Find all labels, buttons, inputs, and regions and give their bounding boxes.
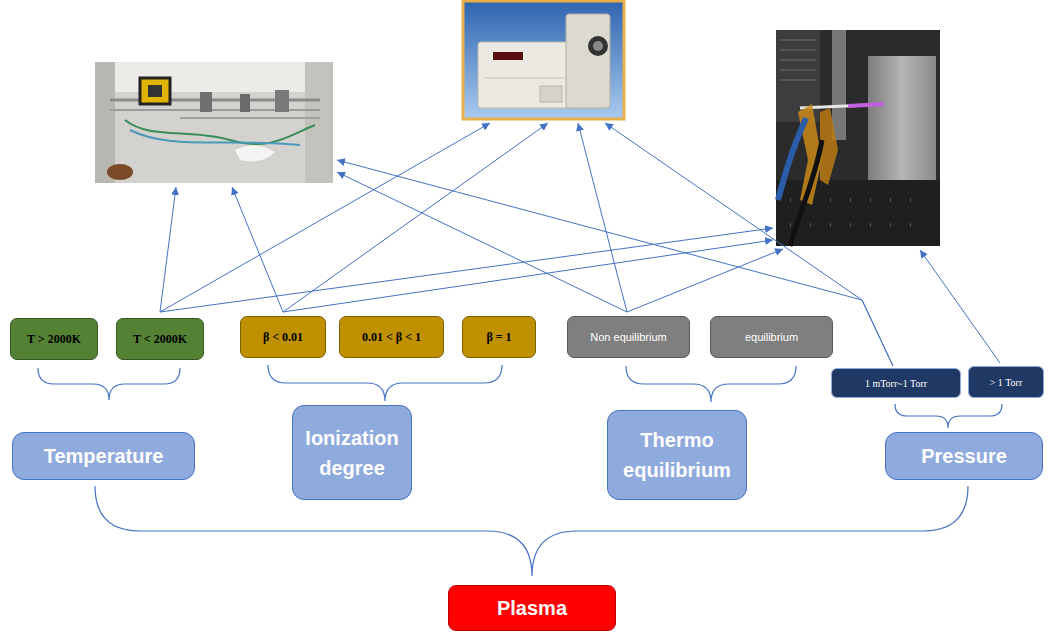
group-brace xyxy=(95,486,968,576)
pointer-arrow xyxy=(920,250,1000,363)
pointer-arrow xyxy=(160,228,773,312)
pointer-arrow xyxy=(232,187,283,312)
node-label: β = 1 xyxy=(486,330,511,345)
instrument-photo xyxy=(463,1,624,119)
valve xyxy=(240,94,250,112)
instrument-display xyxy=(493,52,523,60)
ionization-option: 0.01 < β < 1 xyxy=(339,316,444,358)
cloth xyxy=(235,145,275,161)
tubing xyxy=(130,130,300,145)
pointer-arrow xyxy=(578,123,627,312)
node-label: T > 2000K xyxy=(27,332,81,347)
node-label: 1 mTorr~1 Torr xyxy=(865,378,927,389)
support-rod xyxy=(832,30,846,140)
lab-bench-photo xyxy=(95,62,333,183)
gas-pipe xyxy=(180,117,320,119)
category-box: Ionization degree xyxy=(292,405,412,500)
instrument-body xyxy=(478,42,573,108)
group-brace xyxy=(626,366,796,402)
tubing xyxy=(125,120,315,144)
node-label: Temperature xyxy=(44,441,164,471)
cable xyxy=(790,140,822,246)
temperature-option: T > 2000K xyxy=(10,318,98,360)
root-box: Plasma xyxy=(448,585,616,631)
node-label: Plasma xyxy=(497,597,567,620)
node-label: Ionization degree xyxy=(301,423,403,483)
pointer-arrow xyxy=(627,249,783,312)
group-brace xyxy=(895,404,1002,428)
ionization-option: β = 1 xyxy=(462,316,536,358)
valve xyxy=(275,90,289,112)
flow-controller-face xyxy=(148,85,162,97)
node-label: 0.01 < β < 1 xyxy=(362,330,421,345)
plasma-glow xyxy=(848,104,884,106)
node-label: β < 0.01 xyxy=(263,330,303,345)
pressure-option: 1 mTorr~1 Torr xyxy=(831,368,961,398)
node-label: Thermo equilibrium xyxy=(616,425,738,485)
photo-frame xyxy=(95,62,115,183)
instrument-port xyxy=(593,41,603,51)
equilibrium-option: Non equilibrium xyxy=(567,316,690,358)
pointer-arrow xyxy=(160,123,490,312)
equilibrium-option: equilibrium xyxy=(710,316,833,358)
metal-block xyxy=(868,56,936,180)
instrument-seam xyxy=(484,78,566,79)
instrument-door xyxy=(540,86,562,102)
temperature-option: T < 2000K xyxy=(116,318,204,360)
category-box: Pressure xyxy=(885,432,1043,480)
node-label: Pressure xyxy=(921,441,1007,471)
pointer-arrow xyxy=(283,123,548,312)
instrument-port xyxy=(588,36,608,56)
instrument-tower xyxy=(566,14,610,108)
valve xyxy=(200,92,212,112)
gas-tube xyxy=(778,118,806,200)
photo-ground xyxy=(463,1,624,119)
table-holes xyxy=(790,200,911,225)
photo-wall xyxy=(95,62,333,92)
group-brace xyxy=(268,365,502,401)
flow-controller xyxy=(140,78,170,104)
pointer-arrow xyxy=(283,240,773,312)
photo-ground xyxy=(776,30,940,246)
photo-ground xyxy=(95,62,333,183)
node-label: > 1 Torr xyxy=(990,377,1023,388)
category-box: Temperature xyxy=(12,432,195,480)
category-box: Thermo equilibrium xyxy=(607,410,747,500)
photo-frame xyxy=(305,62,333,183)
keyboard-keys xyxy=(780,40,816,80)
pressure-option: > 1 Torr xyxy=(968,366,1044,398)
node-label: equilibrium xyxy=(745,331,798,343)
node-label: T < 2000K xyxy=(133,332,187,347)
brown-object xyxy=(107,164,133,180)
node-label: Non equilibrium xyxy=(590,331,666,343)
pointer-arrow xyxy=(337,172,627,312)
ionization-option: β < 0.01 xyxy=(240,316,326,358)
pointer-arrow xyxy=(337,160,893,366)
plasma-jet-photo xyxy=(776,30,940,246)
group-brace xyxy=(38,368,180,400)
pointer-arrow xyxy=(160,187,176,312)
